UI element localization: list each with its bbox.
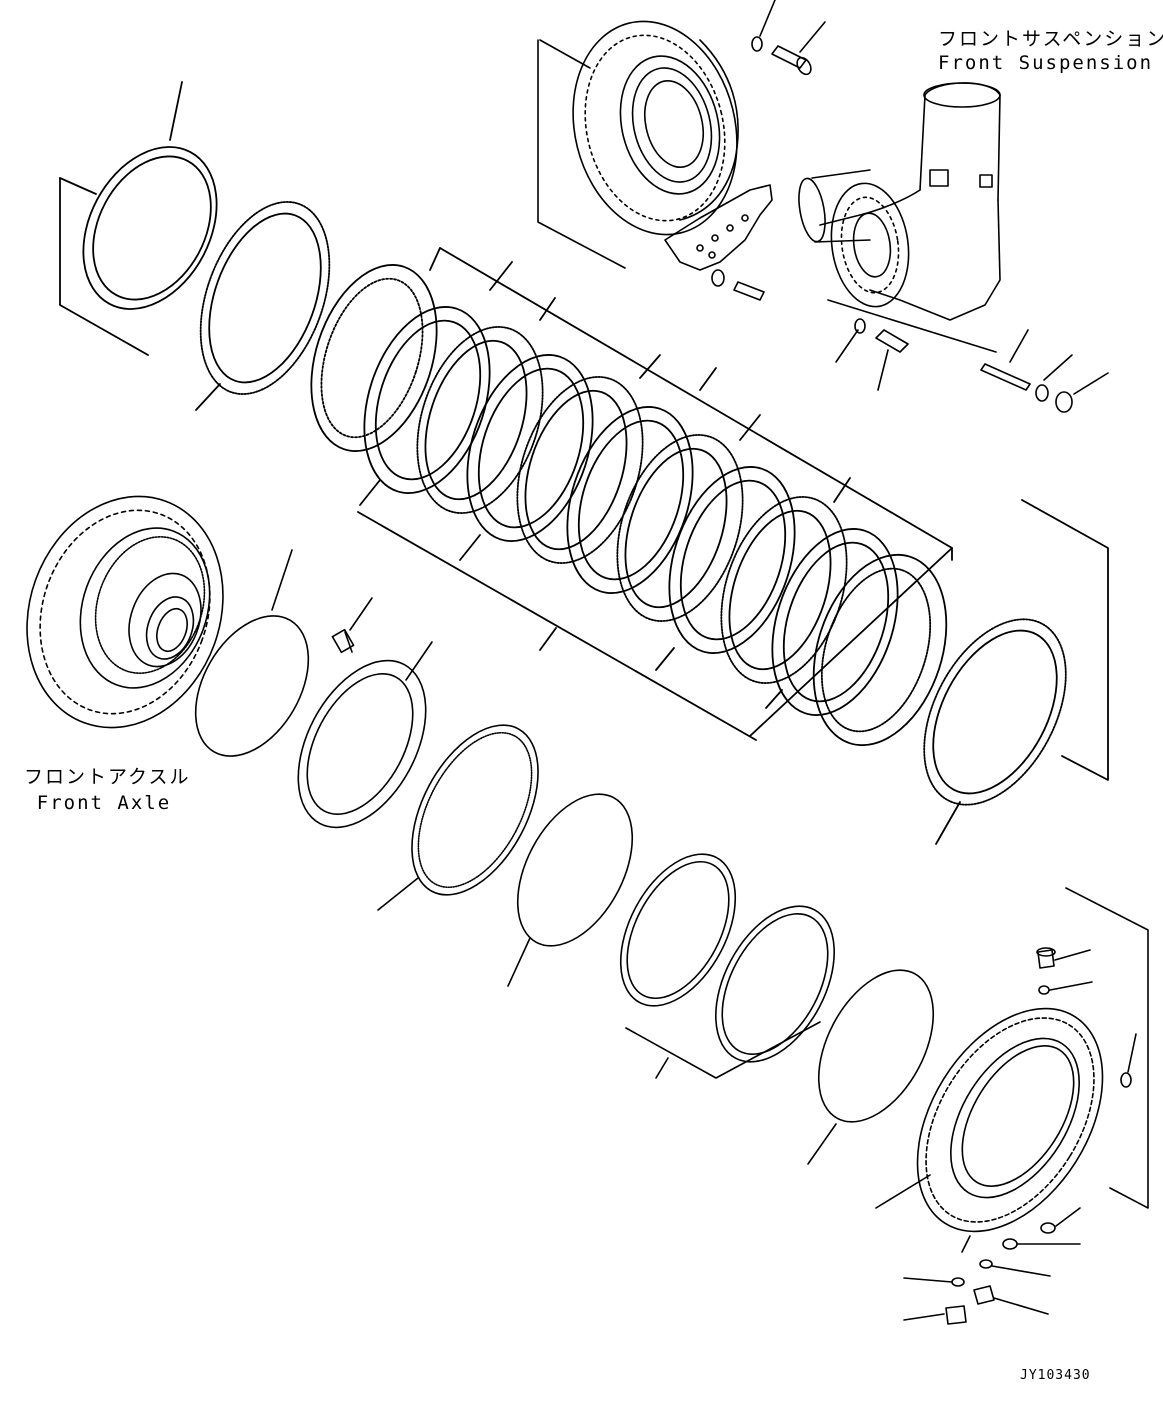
suspension-housing-drawing bbox=[537, 0, 1109, 413]
front-axle-label-en: Front Axle bbox=[36, 792, 172, 814]
top-left-shim-drawing bbox=[59, 81, 331, 411]
drawing-code: JY103430 bbox=[1020, 1368, 1091, 1383]
lower-rings-drawing bbox=[619, 853, 1149, 1325]
front-suspension-label-en: Front Suspension bbox=[938, 52, 1154, 74]
front-suspension-label-jp: フロントサスペンション bbox=[938, 28, 1163, 50]
end-disc-drawing bbox=[923, 499, 1109, 845]
front-axle-hub-drawing bbox=[26, 495, 634, 987]
front-axle-label-jp: フロントアクスル bbox=[24, 766, 191, 788]
brake-disc-stack-drawing bbox=[310, 247, 953, 747]
